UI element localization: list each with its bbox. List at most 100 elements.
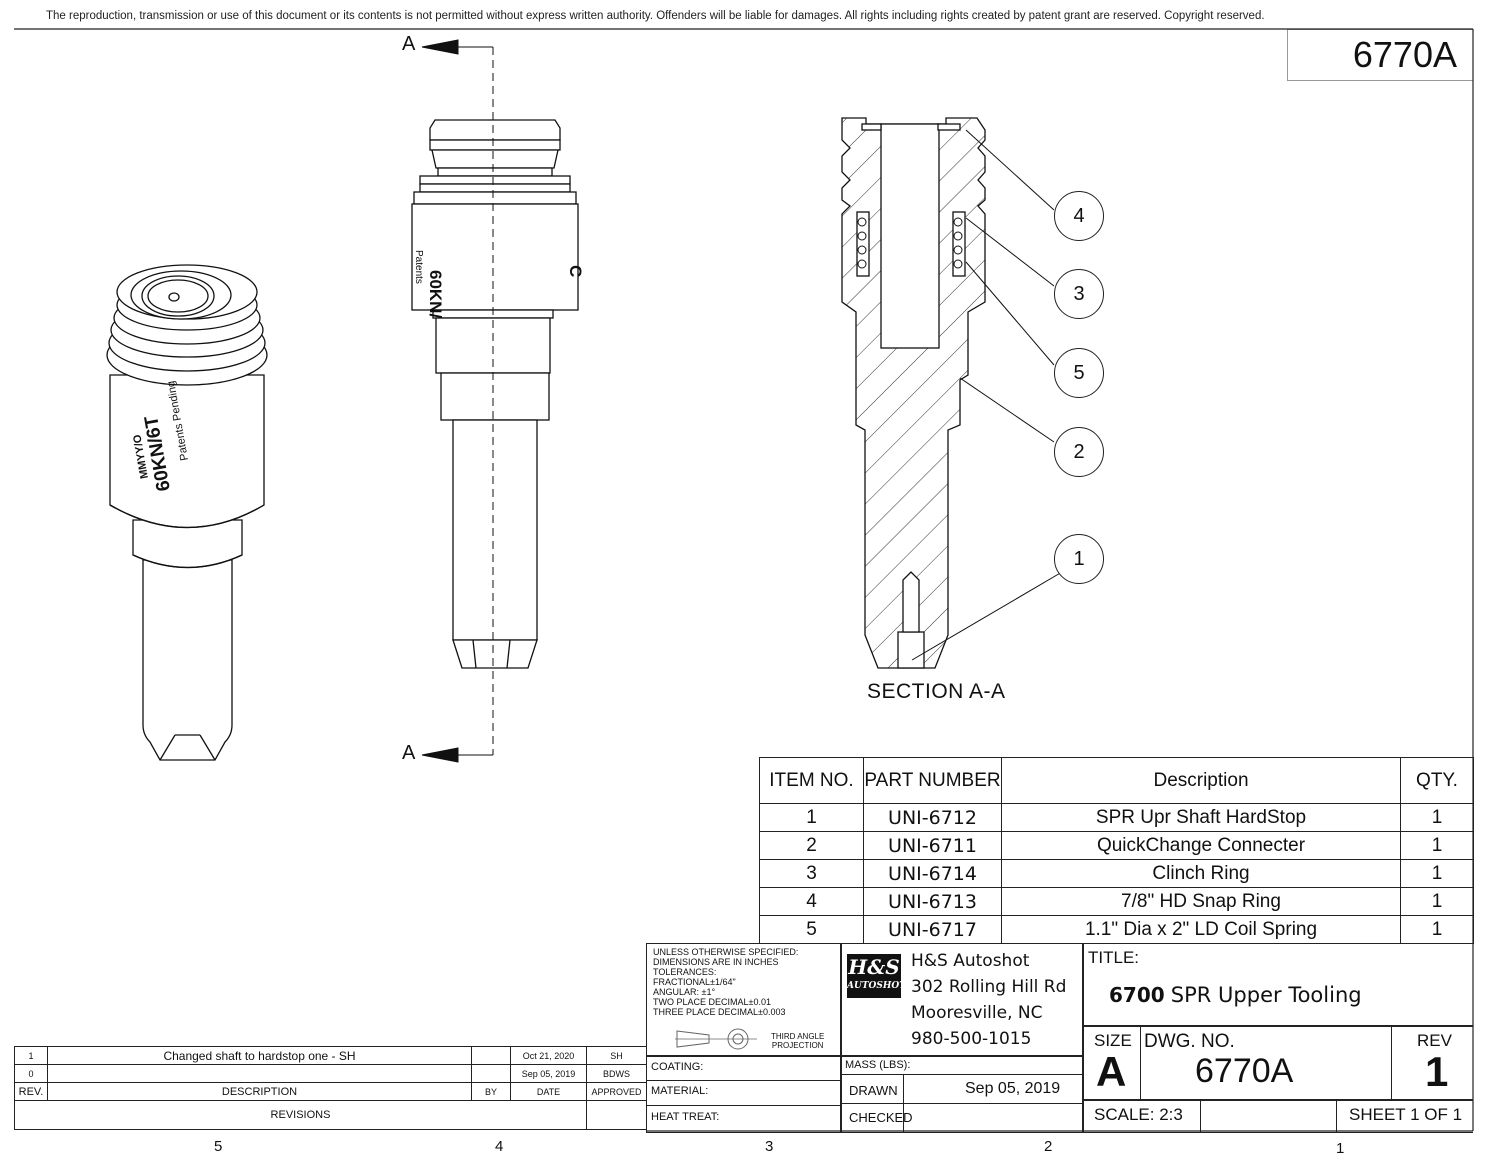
drawing-number-box: 6770A (1287, 29, 1473, 81)
zone-number: 1 (1336, 1140, 1345, 1157)
checked-label: CHECKED (849, 1110, 913, 1125)
revision-empty-cell (586, 1100, 647, 1130)
revision-description: Changed shaft to hardstop one - SH (47, 1046, 472, 1065)
bom-item: 3 (759, 859, 864, 888)
drawn-date: Sep 05, 2019 (965, 1080, 1061, 1097)
coating-material-block: COATING: MATERIAL: HEAT TREAT: (646, 1055, 842, 1133)
bom-header-row: ITEM NO. PART NUMBER Description QTY. (759, 757, 1474, 804)
material-label: MATERIAL: (651, 1085, 709, 1097)
bom-row: 5 UNI-6717 1.1" Dia x 2" LD Coil Spring … (759, 915, 1474, 944)
scale-label: SCALE: 2:3 (1094, 1105, 1183, 1124)
bom-qty: 1 (1400, 831, 1474, 860)
bom-qty: 1 (1400, 915, 1474, 944)
revision-number: 0 (14, 1064, 48, 1083)
company-address: 302 Rolling Hill Rd (911, 977, 1067, 997)
bom-part-number: UNI-6713 (863, 887, 1002, 916)
section-line (421, 39, 494, 763)
bom-row: 3 UNI-6714 Clinch Ring 1 (759, 859, 1474, 888)
revision-description (47, 1064, 472, 1083)
title-text: SPR Upper Tooling (1170, 983, 1362, 1007)
company-logo: H&S AUTOSHOT (847, 954, 906, 998)
bom-row: 1 UNI-6712 SPR Upr Shaft HardStop 1 (759, 803, 1474, 832)
third-angle-projection-icon (675, 1028, 757, 1050)
revision-approved: BDWS (586, 1064, 647, 1083)
revision-date: Sep 05, 2019 (510, 1064, 587, 1083)
tolerance-line: UNLESS OTHERWISE SPECIFIED: (653, 947, 799, 957)
company-phone: 980-500-1015 (911, 1029, 1032, 1049)
revision-approved: SH (586, 1046, 647, 1065)
copyright-notice: The reproduction, transmission or use of… (46, 10, 1265, 22)
bom-part-number: UNI-6712 (863, 803, 1002, 832)
revision-header-row: REV. DESCRIPTION BY DATE APPROVED (14, 1082, 647, 1101)
bom-item: 5 (759, 915, 864, 944)
projection-label: PROJECTION (771, 1041, 824, 1050)
size-label: SIZE (1094, 1031, 1132, 1050)
bom-description: 7/8" HD Snap Ring (1001, 887, 1401, 916)
tolerance-line: TOLERANCES: (653, 967, 717, 977)
heat-treat-label: HEAT TREAT: (651, 1111, 720, 1123)
springs (857, 217, 963, 269)
revision-number: 1 (14, 1046, 48, 1065)
revision-row: 0 Sep 05, 2019 BDWS (14, 1064, 647, 1083)
bom-description: QuickChange Connecter (1001, 831, 1401, 860)
bom-part-number: UNI-6714 (863, 859, 1002, 888)
bom-item: 1 (759, 803, 864, 832)
svg-text:C: C (566, 265, 585, 277)
section-view (841, 117, 986, 669)
revision-header: BY (471, 1082, 511, 1101)
isometric-view (106, 264, 268, 761)
section-marker-bottom: A (402, 742, 416, 764)
zone-number: 2 (1044, 1138, 1053, 1155)
bill-of-materials: ITEM NO. PART NUMBER Description QTY. 1 … (759, 757, 1474, 944)
title-block: TITLE: 6700 SPR Upper Tooling (1082, 943, 1473, 1027)
svg-text:Patents: Patents (413, 250, 424, 284)
tolerance-line: FRACTIONAL±1/64" (653, 977, 736, 987)
tolerance-line: ANGULAR: ±1° (653, 987, 716, 997)
callout-balloon: 3 (1054, 269, 1104, 319)
revision-by (471, 1064, 511, 1083)
callout-balloon: 4 (1054, 191, 1104, 241)
rev-value: 1 (1425, 1048, 1449, 1095)
drawn-label: DRAWN (849, 1083, 898, 1098)
mass-label: MASS (LBS): (845, 1059, 911, 1071)
dwg-number-block: SIZE A DWG. NO. 6770A REV 1 (1082, 1025, 1473, 1101)
projection-label: THIRD ANGLE (771, 1032, 825, 1041)
front-engraving: 60KN/ Patents C (413, 250, 585, 318)
company-name: H&S Autoshot (911, 951, 1030, 971)
bom-qty: 1 (1400, 887, 1474, 916)
title-label: TITLE: (1088, 948, 1140, 967)
tolerances-block: UNLESS OTHERWISE SPECIFIED: DIMENSIONS A… (646, 943, 842, 1057)
scale-sheet-block: SCALE: 2:3 SHEET 1 OF 1 (1082, 1099, 1473, 1133)
coating-label: COATING: (651, 1061, 704, 1073)
svg-text:60KN/: 60KN/ (426, 270, 445, 318)
bom-row: 4 UNI-6713 7/8" HD Snap Ring 1 (759, 887, 1474, 916)
bom-header: PART NUMBER (863, 757, 1002, 804)
bom-description: Clinch Ring (1001, 859, 1401, 888)
sheet-label: SHEET 1 OF 1 (1349, 1105, 1463, 1124)
zone-number: 5 (214, 1138, 223, 1155)
zone-number: 4 (495, 1138, 504, 1155)
title-number: 6700 (1109, 983, 1165, 1007)
company-block: H&S AUTOSHOT H&S Autoshot 302 Rolling Hi… (840, 943, 1084, 1057)
zone-number: 3 (765, 1138, 774, 1155)
leader-lines (911, 129, 1063, 661)
revisions-table: 1 Changed shaft to hardstop one - SH Oct… (14, 1046, 647, 1130)
bom-part-number: UNI-6711 (863, 831, 1002, 860)
tolerance-line: TWO PLACE DECIMAL±0.01 (653, 997, 771, 1007)
rev-label: REV (1417, 1031, 1452, 1050)
bom-row: 2 UNI-6711 QuickChange Connecter 1 (759, 831, 1474, 860)
bom-header: Description (1001, 757, 1401, 804)
bom-description: SPR Upr Shaft HardStop (1001, 803, 1401, 832)
logo-subtext: AUTOSHOT (847, 981, 906, 991)
logo-text: H&S (848, 955, 900, 979)
dwg-no-value: 6770A (1195, 1052, 1294, 1090)
sheet-border (14, 28, 1474, 1132)
revision-header: REV. (14, 1082, 48, 1101)
bom-qty: 1 (1400, 803, 1474, 832)
bom-header: QTY. (1400, 757, 1474, 804)
revision-by (471, 1046, 511, 1065)
callout-balloon: 5 (1054, 348, 1104, 398)
revision-date: Oct 21, 2020 (510, 1046, 587, 1065)
revision-header: DESCRIPTION (47, 1082, 472, 1101)
